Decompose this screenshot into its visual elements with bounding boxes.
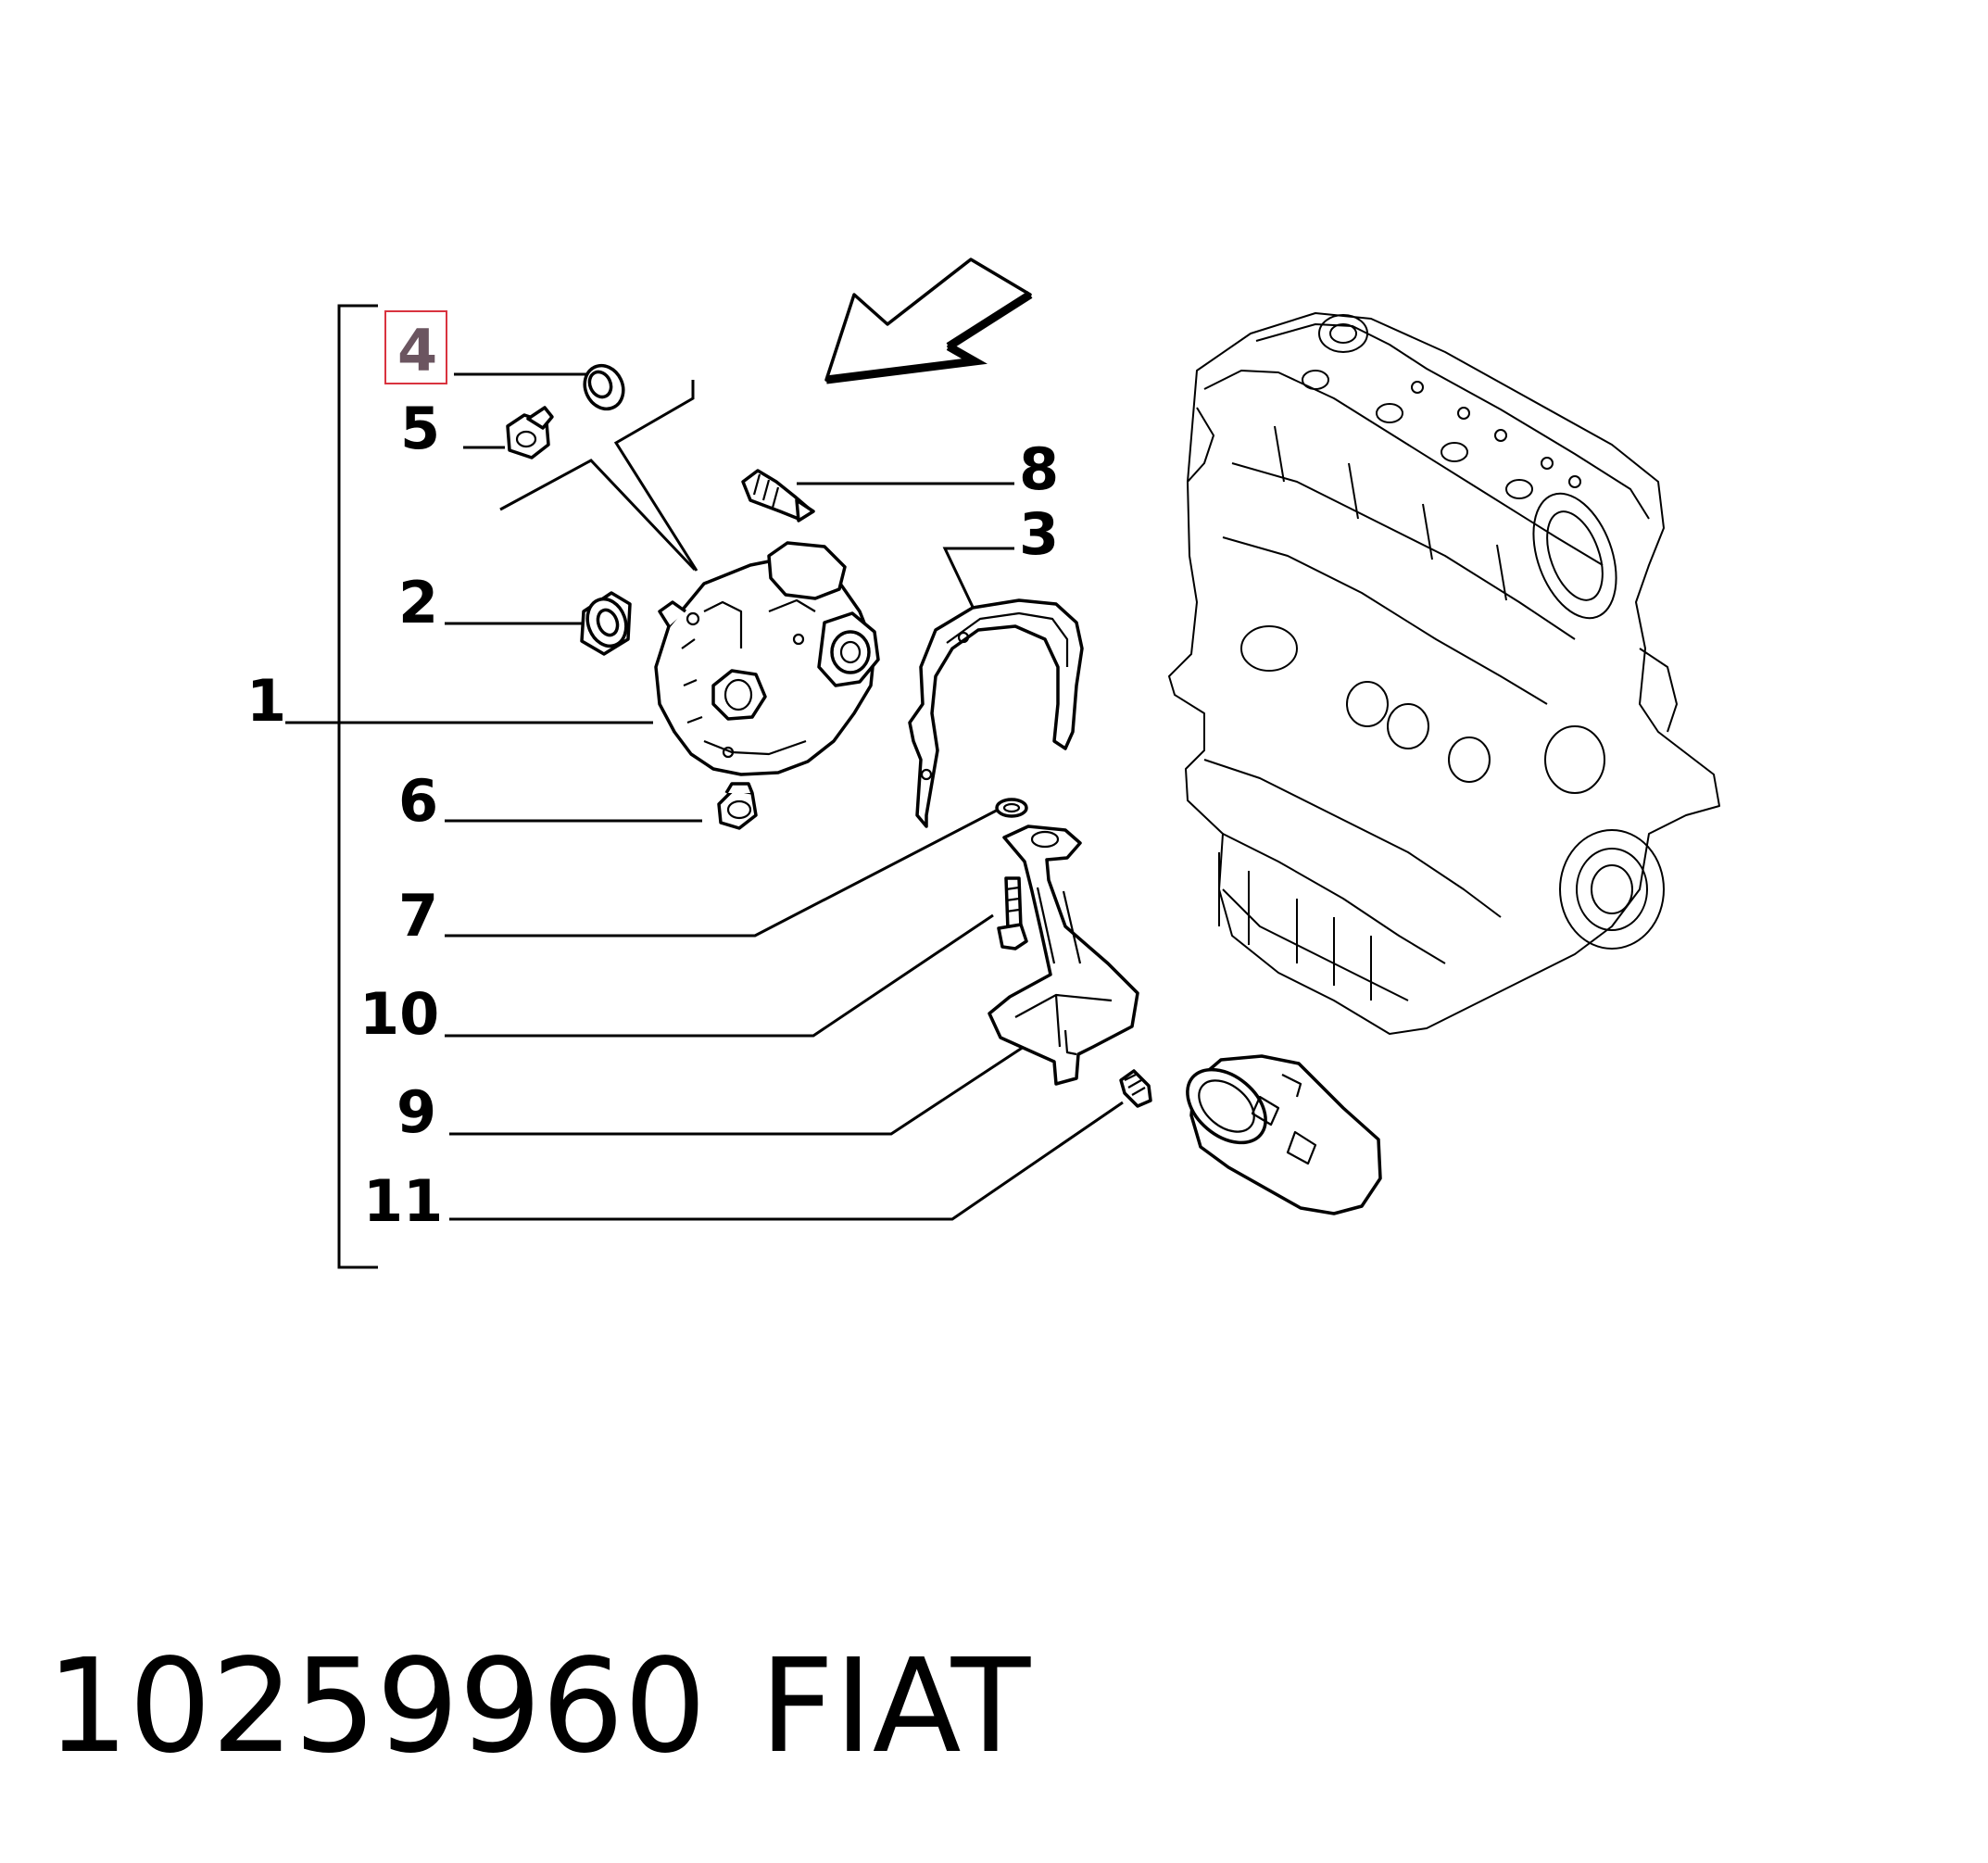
- callout-label-10: 10: [359, 980, 439, 1048]
- leader-line-3: [942, 547, 1014, 623]
- callout-label-5: 5: [400, 395, 440, 462]
- view-direction-arrow: [824, 258, 1033, 384]
- brand-caption: FIAT: [760, 1631, 1031, 1782]
- callout-label-6: 6: [398, 767, 438, 835]
- part-7-o-ring: [995, 798, 1028, 818]
- callout-4-highlight-box: [384, 310, 447, 384]
- part-number-caption: 10259960: [46, 1631, 707, 1782]
- leader-line-11: [449, 1101, 1124, 1221]
- part-8-sensor: [741, 469, 815, 522]
- part-2-oil-seal: [580, 591, 632, 656]
- pump-group-pointer-2: [499, 459, 697, 572]
- callout-label-1: 1: [246, 667, 286, 735]
- part-5-plug-bolt: [506, 406, 554, 459]
- callout-label-9: 9: [396, 1078, 436, 1146]
- part-1-oil-pump: [654, 541, 880, 776]
- part-11-stud: [1119, 1069, 1152, 1108]
- part-9-oil-strainer: [988, 825, 1139, 1086]
- callout-label-8: 8: [1019, 435, 1059, 503]
- callout-label-7: 7: [398, 882, 438, 950]
- leader-line-9: [449, 1045, 1025, 1136]
- callout-labels: 4 5 8 3 2 1 6 7 10 9 11: [246, 317, 1059, 1235]
- leader-line-7: [445, 804, 1006, 938]
- leader-lines: [285, 372, 1124, 1221]
- callout-label-3: 3: [1019, 500, 1059, 568]
- part-4-seal-ring: [583, 363, 625, 411]
- part-3-gasket: [908, 598, 1084, 828]
- callout-label-2: 2: [398, 569, 438, 636]
- leader-line-10: [445, 913, 994, 1038]
- part-10-bolt: [997, 876, 1028, 950]
- part-6-plug: [717, 782, 758, 830]
- group-bracket: [337, 304, 378, 1269]
- callout-label-4: 4: [397, 317, 437, 384]
- engine-block: [1168, 312, 1720, 1035]
- oil-filter: [1186, 1054, 1382, 1215]
- callout-label-11: 11: [363, 1167, 443, 1235]
- pump-group-pointer: [613, 380, 698, 572]
